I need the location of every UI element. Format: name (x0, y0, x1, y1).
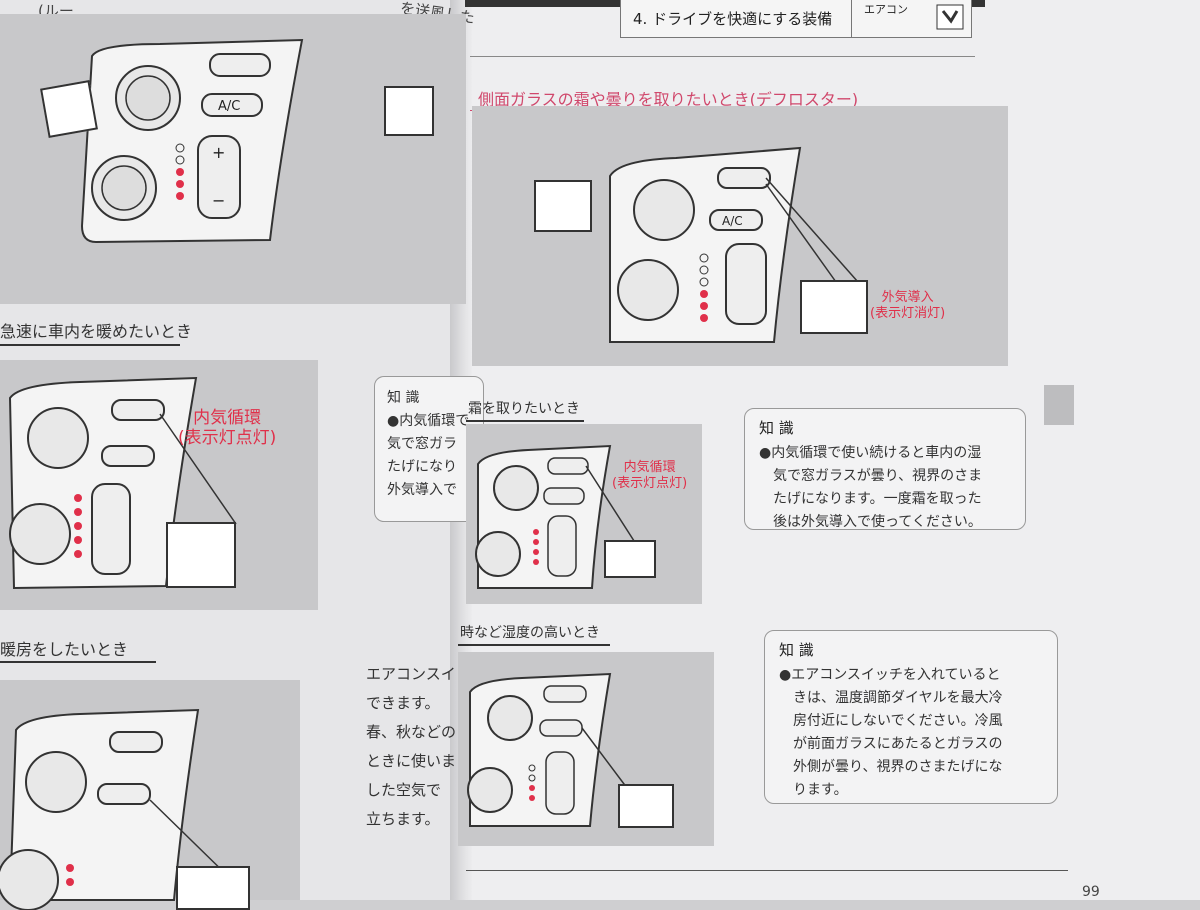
section-frost-underline (466, 420, 584, 422)
chapter-title: 4. ドライブを快適にする装備 (633, 10, 833, 28)
defroster-ac-label: A/C (722, 214, 743, 228)
section-heat-heading: 暖房をしたいとき (0, 640, 129, 659)
climate-panel-humid (467, 672, 631, 827)
ac-button-label: A/C (218, 99, 240, 114)
side-tab (1044, 385, 1074, 425)
section-heat-underline (0, 661, 156, 663)
climate-panel-defroster: A/C (609, 146, 859, 343)
heat-body-text: エアコンスイッチ できます。 春、秋などの ときに使いま した空気で 立ちます。 (366, 665, 486, 828)
page-number: 99 (1082, 884, 1100, 900)
info-head-frost: 知 識 (759, 419, 794, 437)
climate-panel-figure: A/C + − (80, 38, 304, 244)
minus-label: − (212, 191, 225, 210)
section-humid-underline (458, 644, 610, 646)
footer-rule (466, 870, 1068, 871)
defroster-icon (534, 180, 592, 232)
recirc-label: 内気循環 (表示灯点灯) (178, 408, 277, 449)
fresh-air-label: 外気導入 (表示灯消灯) (870, 290, 946, 321)
climate-panel-warm (8, 376, 237, 590)
section-frost-heading: 霜を取りたいとき (468, 401, 580, 417)
header-rule (470, 56, 975, 57)
chapter-header: 4. ドライブを快適にする装備 エアコン (620, 0, 972, 38)
ac-callout-left (176, 866, 250, 910)
ac-vent-icon (935, 3, 965, 31)
section-humid-heading: 時など湿度の高いとき (460, 625, 600, 641)
recirc-label-small: 内気循環 (表示灯点灯) (612, 460, 688, 491)
recirc-callout-small (604, 540, 656, 578)
info-box-partial: 知 識 ●内気循環で 気で窓ガラ たげになり 外気導入で (374, 376, 484, 522)
chapter-tag: エアコン (851, 0, 920, 37)
recirc-callout (166, 522, 236, 588)
section-defroster-heading: 側面ガラスの霜や曇りを取りたいとき(デフロスター) (478, 90, 859, 109)
fresh-air-callout (800, 280, 868, 334)
info-head-humid: 知 識 (779, 641, 814, 659)
section-warm-heading: 急速に車内を暖めたいとき (0, 322, 193, 341)
info-body-frost: ●内気循環で使い続けると車内の湿 気で窓ガラスが曇り、視界のさま たげになります… (759, 445, 983, 530)
info-body-humid: ●エアコンスイッチを入れていると きは、温度調節ダイヤルを最大冷 房付近にしない… (779, 667, 1003, 798)
floor-vent-icon (384, 86, 434, 136)
face-vent-icon (40, 80, 98, 138)
ac-callout-right (618, 784, 674, 828)
climate-panel-frost (475, 444, 637, 589)
info-box-humid: 知 識 ●エアコンスイッチを入れていると きは、温度調節ダイヤルを最大冷 房付近… (764, 630, 1058, 804)
section-warm-underline (0, 344, 180, 346)
info-box-frost: 知 識 ●内気循環で使い続けると車内の湿 気で窓ガラスが曇り、視界のさま たげに… (744, 408, 1026, 530)
plus-label: + (212, 143, 225, 162)
